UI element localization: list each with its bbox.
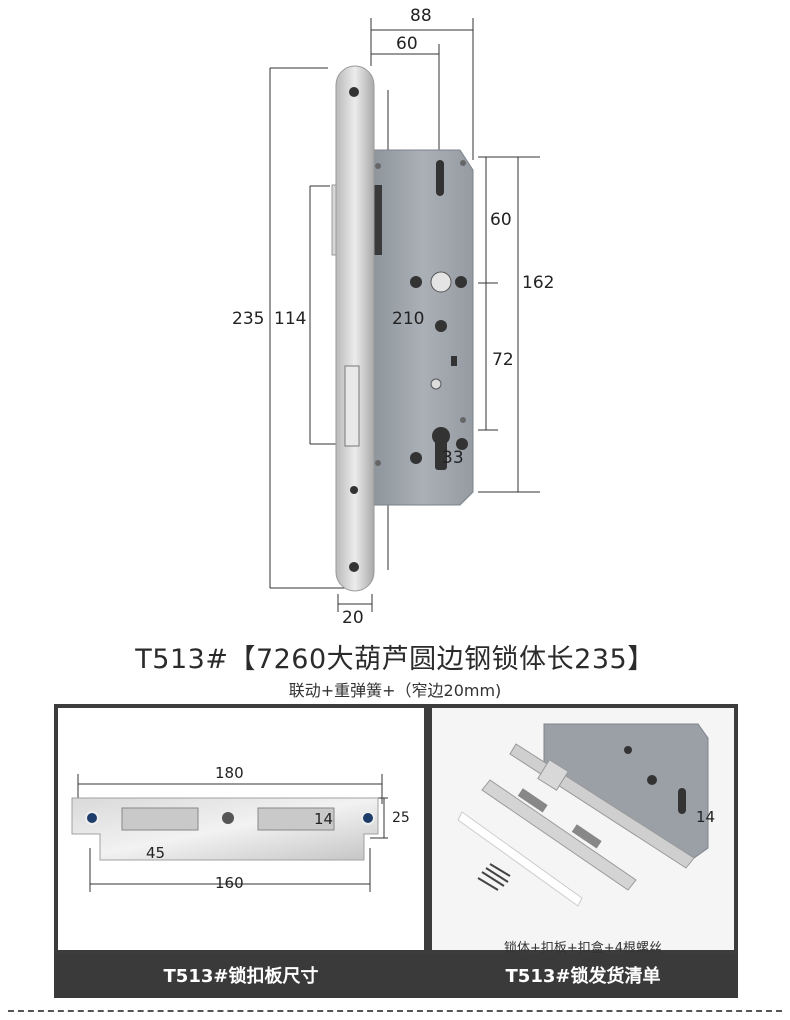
dim-33: 33 [442,448,464,468]
plate-dim-25: 25 [392,810,410,826]
dim-235: 235 [232,309,265,329]
package-dim-14: 14 [696,808,716,826]
caption-bar [54,954,738,998]
dim-72: 72 [492,350,514,370]
strike-plate-diagram [71,774,388,892]
package-contents-photo [432,708,734,950]
plate-dim-160: 160 [215,874,244,892]
product-subtitle: 联动+重弹簧+（窄边20mm) [288,681,502,700]
plate-dim-180: 180 [215,764,244,782]
dim-162: 162 [522,273,555,293]
dashed-divider [8,1010,782,1012]
dim-210: 210 [392,309,425,329]
plate-dim-14: 14 [314,810,334,828]
package-contents-text: 锁体+扣板+扣盒+4根螺丝 [504,941,662,956]
dim-88: 88 [410,6,432,26]
dim-60-right: 60 [490,210,512,230]
dim-114: 114 [274,309,307,329]
plate-dim-45: 45 [146,844,166,862]
dim-60-top: 60 [396,34,418,54]
package-caption: T513#锁发货清单 [505,966,661,987]
product-title: T513#【7260大葫芦圆边钢锁体长235】 [135,644,655,675]
strike-plate-caption: T513#锁扣板尺寸 [163,966,319,987]
dim-20: 20 [342,608,364,628]
lock-body-diagram [269,18,540,612]
